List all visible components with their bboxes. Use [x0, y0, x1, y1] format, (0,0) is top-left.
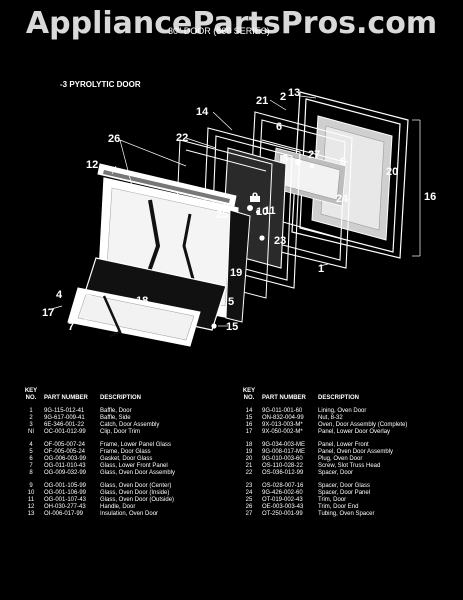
callout-10: 10	[256, 206, 268, 218]
site-watermark: AppliancePartsPros.com	[25, 6, 438, 41]
header-part-number: PART NUMBER	[44, 395, 88, 401]
callout-13: 13	[288, 87, 300, 99]
callout-3: 3	[282, 153, 288, 165]
diagram-title: -3 PYROLYTIC DOOR	[60, 80, 141, 89]
callout-22: 22	[176, 132, 188, 144]
header-note: 30" DOOR (860 SERIES)	[168, 26, 270, 36]
callout-23: 23	[274, 235, 286, 247]
callout-20: 20	[386, 166, 398, 178]
callout-14: 14	[196, 106, 209, 118]
door-hardware	[211, 159, 315, 329]
callout-9: 9	[252, 191, 258, 203]
callout-6: 6	[276, 121, 282, 133]
header-key: KEY NO.	[24, 388, 38, 401]
callout-26: 26	[108, 133, 120, 145]
header-part-number: PART NUMBER	[262, 395, 306, 401]
callout-18: 18	[136, 295, 148, 307]
callout-27: 27	[308, 149, 320, 161]
callout-1: 1	[318, 263, 324, 275]
header-key: KEY NO.	[242, 388, 256, 401]
callout-16: 16	[424, 191, 436, 203]
callout-8: 8	[340, 156, 346, 168]
callout-7: 7	[68, 321, 74, 333]
callout-11: 11	[264, 205, 276, 217]
callout-21: 21	[256, 95, 268, 107]
callout-5: 5	[228, 296, 234, 308]
door-handle	[97, 163, 237, 207]
callout-12: 12	[86, 159, 98, 171]
callout-25: 25	[216, 209, 228, 221]
callout-24: 24	[336, 193, 349, 205]
lower-door-overlay	[67, 257, 227, 347]
callout-4: 4	[56, 289, 63, 301]
part-callouts: 1 2 3 4 5 6 7 8 9 10 11 12 13 14 15 16 1…	[42, 87, 436, 333]
header-description: DESCRIPTION	[100, 395, 142, 401]
exploded-view-diagram: 1 2 3 4 5 6 7 8 9 10 11 12 13 14 15 16 1…	[42, 87, 436, 347]
table-header: KEY NO. PART NUMBER DESCRIPTION	[22, 388, 237, 408]
callout-17: 17	[42, 307, 54, 319]
callout-19: 19	[230, 267, 242, 279]
callout-2: 2	[280, 91, 286, 103]
table-header: KEY NO. PART NUMBER DESCRIPTION	[240, 388, 455, 408]
callout-15: 15	[226, 321, 238, 333]
header-description: DESCRIPTION	[318, 395, 360, 401]
leader-lines	[47, 95, 421, 327]
